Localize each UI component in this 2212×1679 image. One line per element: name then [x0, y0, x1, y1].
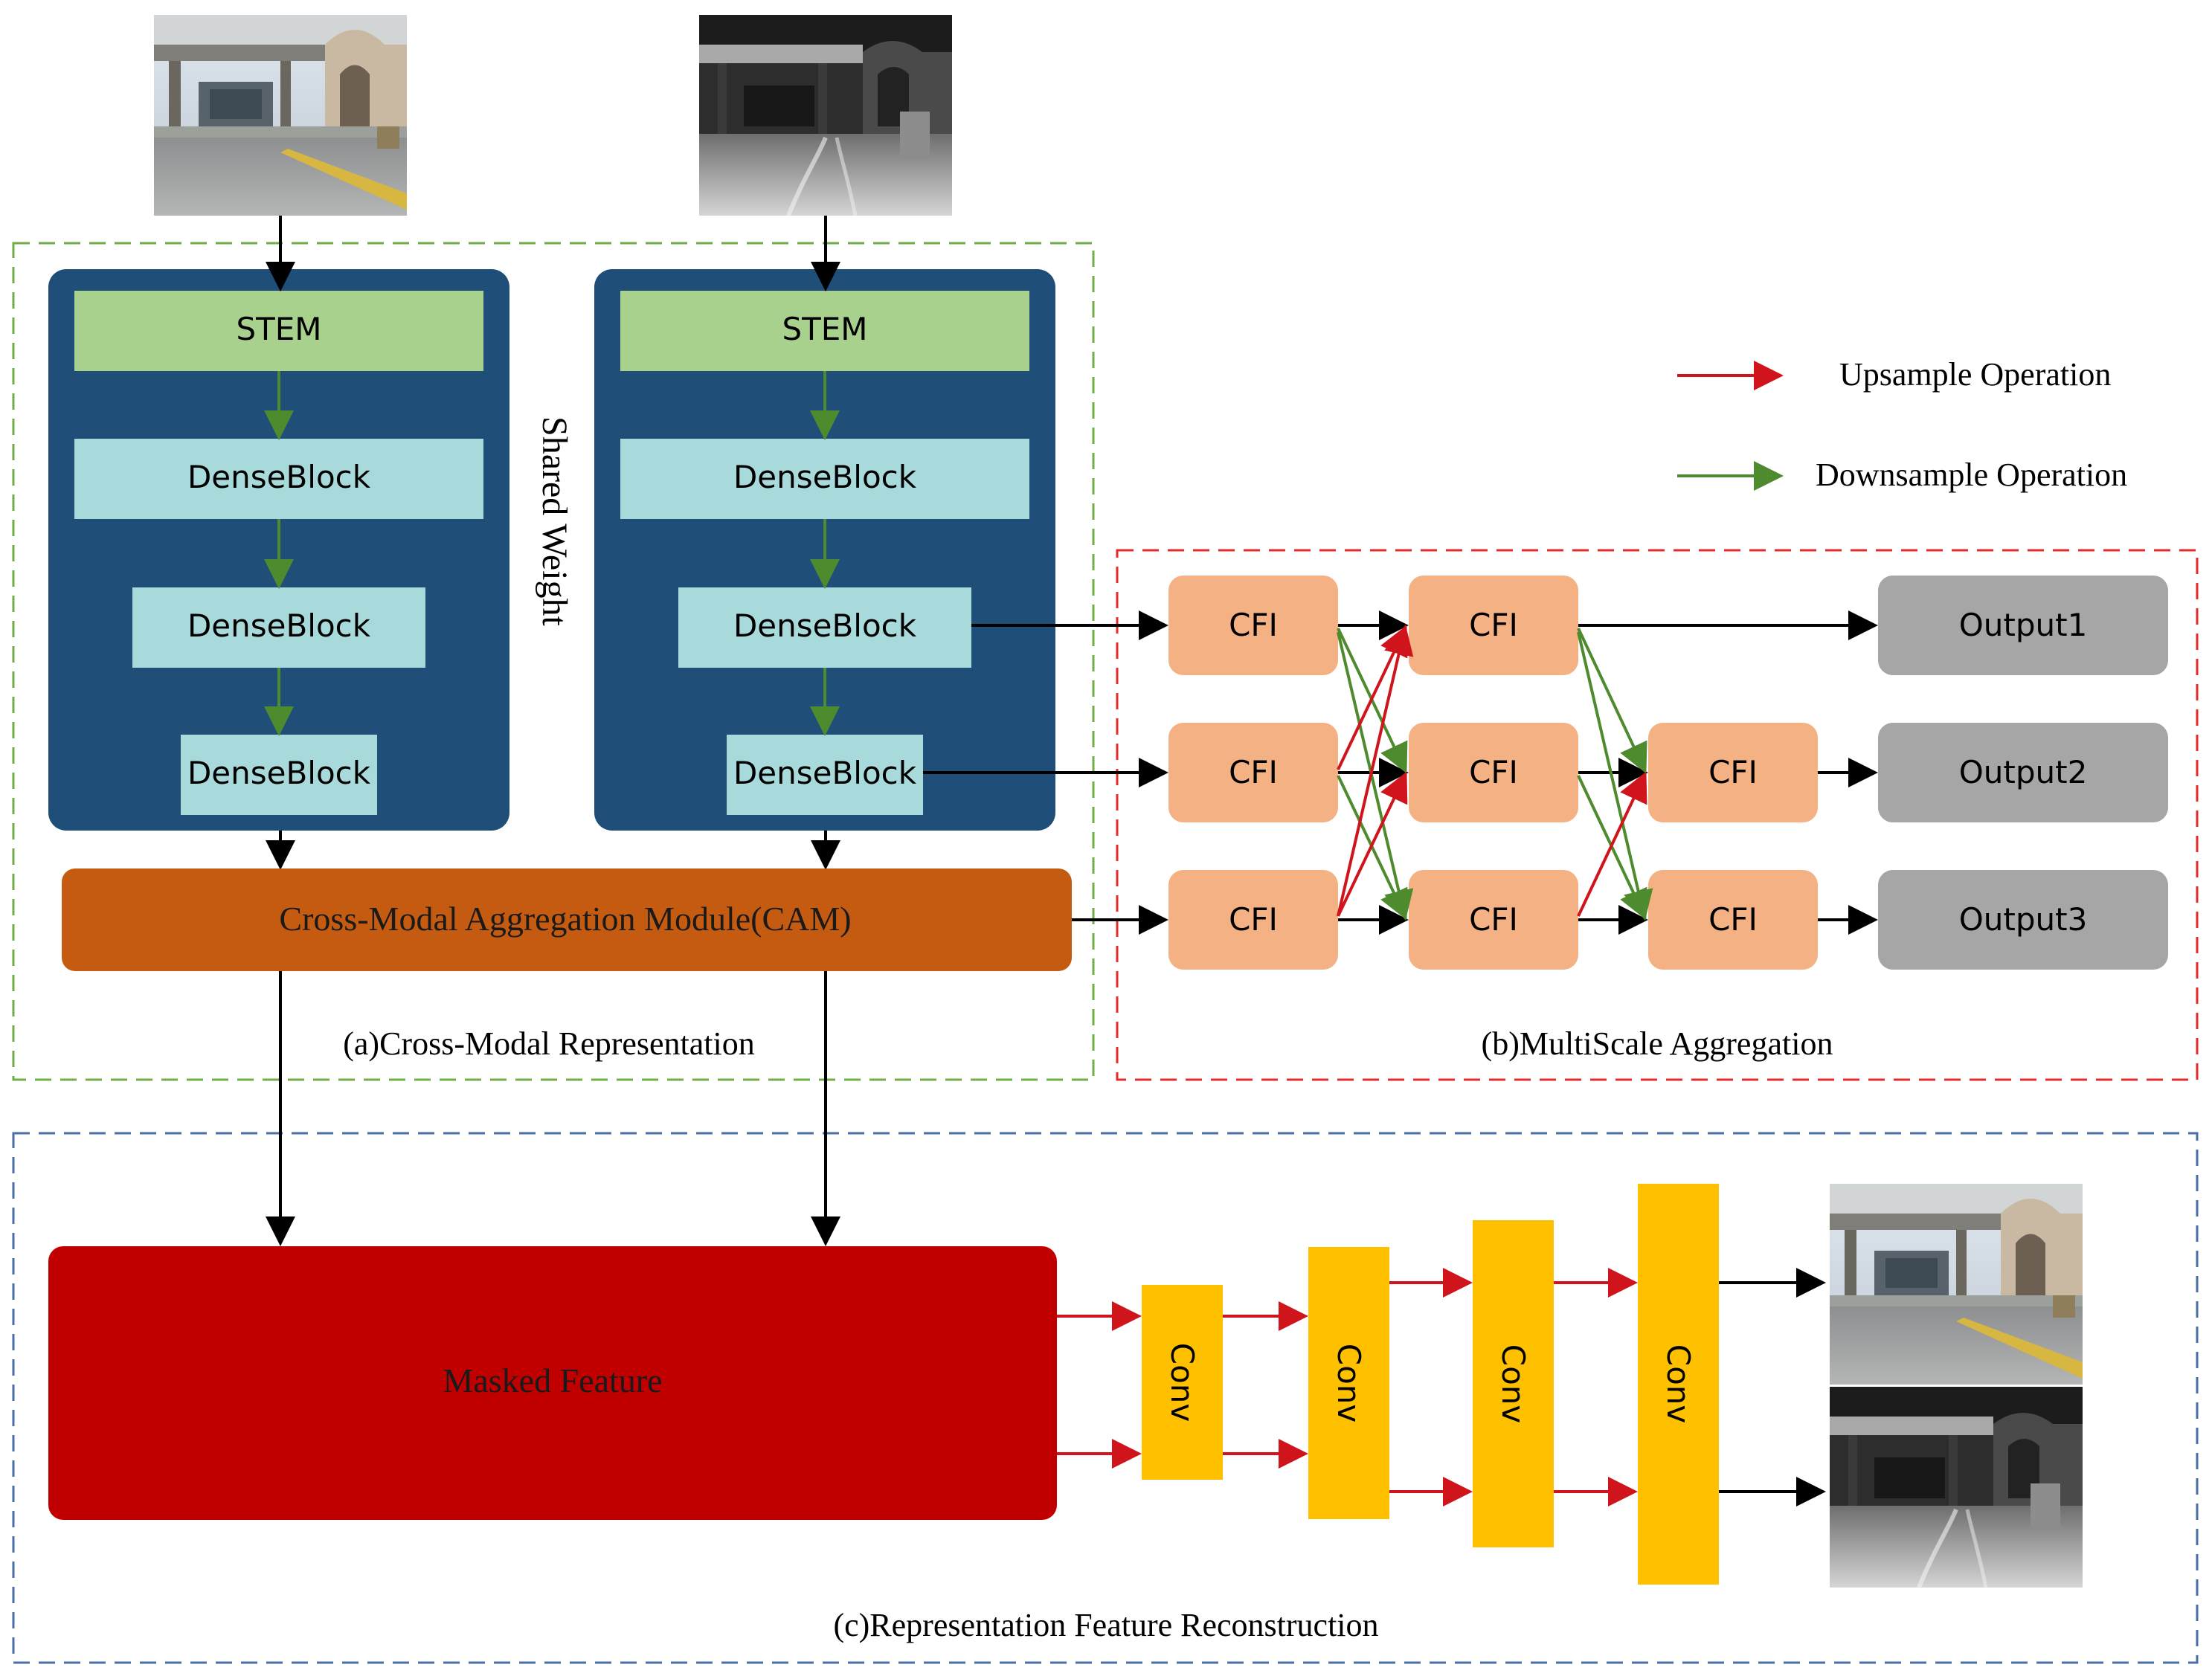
left-denseblock-2	[132, 587, 425, 668]
left-stem-label: STEM	[236, 311, 321, 347]
conv-block-2	[1308, 1247, 1389, 1519]
cfi-block	[1409, 870, 1578, 970]
right-denseblock-2-label: DenseBlock	[733, 608, 917, 644]
right-denseblock-1-label: DenseBlock	[733, 459, 917, 495]
masked-feature-label: Masked Feature	[443, 1361, 662, 1399]
conv-block-1	[1142, 1285, 1223, 1480]
input-arrows	[266, 216, 840, 870]
right-stem-block	[620, 291, 1029, 371]
cfi-block	[1648, 723, 1818, 822]
left-denseblock-1-label: DenseBlock	[187, 459, 371, 495]
thermal-input-image	[699, 15, 952, 216]
section-a-box	[12, 242, 1095, 1081]
output1-label: Output1	[1959, 607, 2088, 643]
reconstruction-upsample-arrows	[1057, 1268, 1638, 1506]
cam-block	[62, 868, 1072, 971]
cfi-label: CFI	[1469, 607, 1518, 643]
right-denseblock-3-label: DenseBlock	[733, 755, 917, 791]
cfi-block	[1409, 723, 1578, 822]
output3-block	[1878, 870, 2168, 970]
reconstructed-rgb-image	[1830, 1184, 2083, 1385]
cfi-block	[1168, 870, 1338, 970]
left-stem-block	[74, 291, 483, 371]
conv-label: Conv	[1164, 1343, 1200, 1422]
masked-feature-block	[48, 1246, 1057, 1520]
cfi-label: CFI	[1229, 901, 1278, 938]
cfi-label: CFI	[1229, 607, 1278, 643]
legend-upsample-label: Upsample Operation	[1839, 356, 2111, 393]
section-b-box	[1116, 549, 2199, 1081]
upsample-arrows	[1337, 625, 1647, 917]
left-denseblock-3	[181, 735, 377, 815]
right-denseblock-1	[620, 439, 1029, 519]
left-denseblock-2-label: DenseBlock	[187, 608, 371, 644]
cfi-label: CFI	[1469, 901, 1518, 938]
output2-block	[1878, 723, 2168, 822]
conv-label: Conv	[1495, 1344, 1531, 1424]
encoder-internal-arrows	[264, 371, 840, 736]
reconstructed-thermal-image	[1830, 1387, 2083, 1588]
left-denseblock-1	[74, 439, 483, 519]
rgb-input-image	[154, 15, 407, 216]
cfi-block	[1168, 723, 1338, 822]
output3-label: Output3	[1959, 901, 2088, 938]
conv-block-4	[1638, 1184, 1719, 1585]
left-denseblock-3-label: DenseBlock	[187, 755, 371, 791]
conv-label: Conv	[1331, 1344, 1367, 1423]
cfi-block	[1648, 870, 1818, 970]
cfi-label: CFI	[1708, 754, 1758, 790]
shared-weight-label: Shared Weight	[535, 416, 574, 627]
conv-label: Conv	[1660, 1344, 1697, 1424]
cfi-label: CFI	[1708, 901, 1758, 938]
right-denseblock-2	[678, 587, 971, 668]
output1-block	[1878, 576, 2168, 675]
cfi-block	[1409, 576, 1578, 675]
section-a-label: (a)Cross-Modal Representation	[343, 1025, 755, 1062]
cfi-label: CFI	[1229, 754, 1278, 790]
conv-block-3	[1473, 1220, 1554, 1547]
section-c-box	[12, 1132, 2199, 1664]
section-b-label: (b)MultiScale Aggregation	[1482, 1025, 1833, 1062]
output2-label: Output2	[1959, 754, 2088, 790]
section-c-label: (c)Representation Feature Reconstruction	[833, 1607, 1378, 1643]
reconstruction-output-arrows	[1719, 1268, 1826, 1506]
cam-to-masked-arrows	[266, 971, 840, 1246]
legend-downsample-label: Downsample Operation	[1816, 457, 2127, 493]
right-denseblock-3	[727, 735, 923, 815]
cfi-label: CFI	[1469, 754, 1518, 790]
cam-label: Cross-Modal Aggregation Module(CAM)	[279, 900, 851, 938]
cfi-block	[1168, 576, 1338, 675]
right-stem-label: STEM	[782, 311, 867, 347]
